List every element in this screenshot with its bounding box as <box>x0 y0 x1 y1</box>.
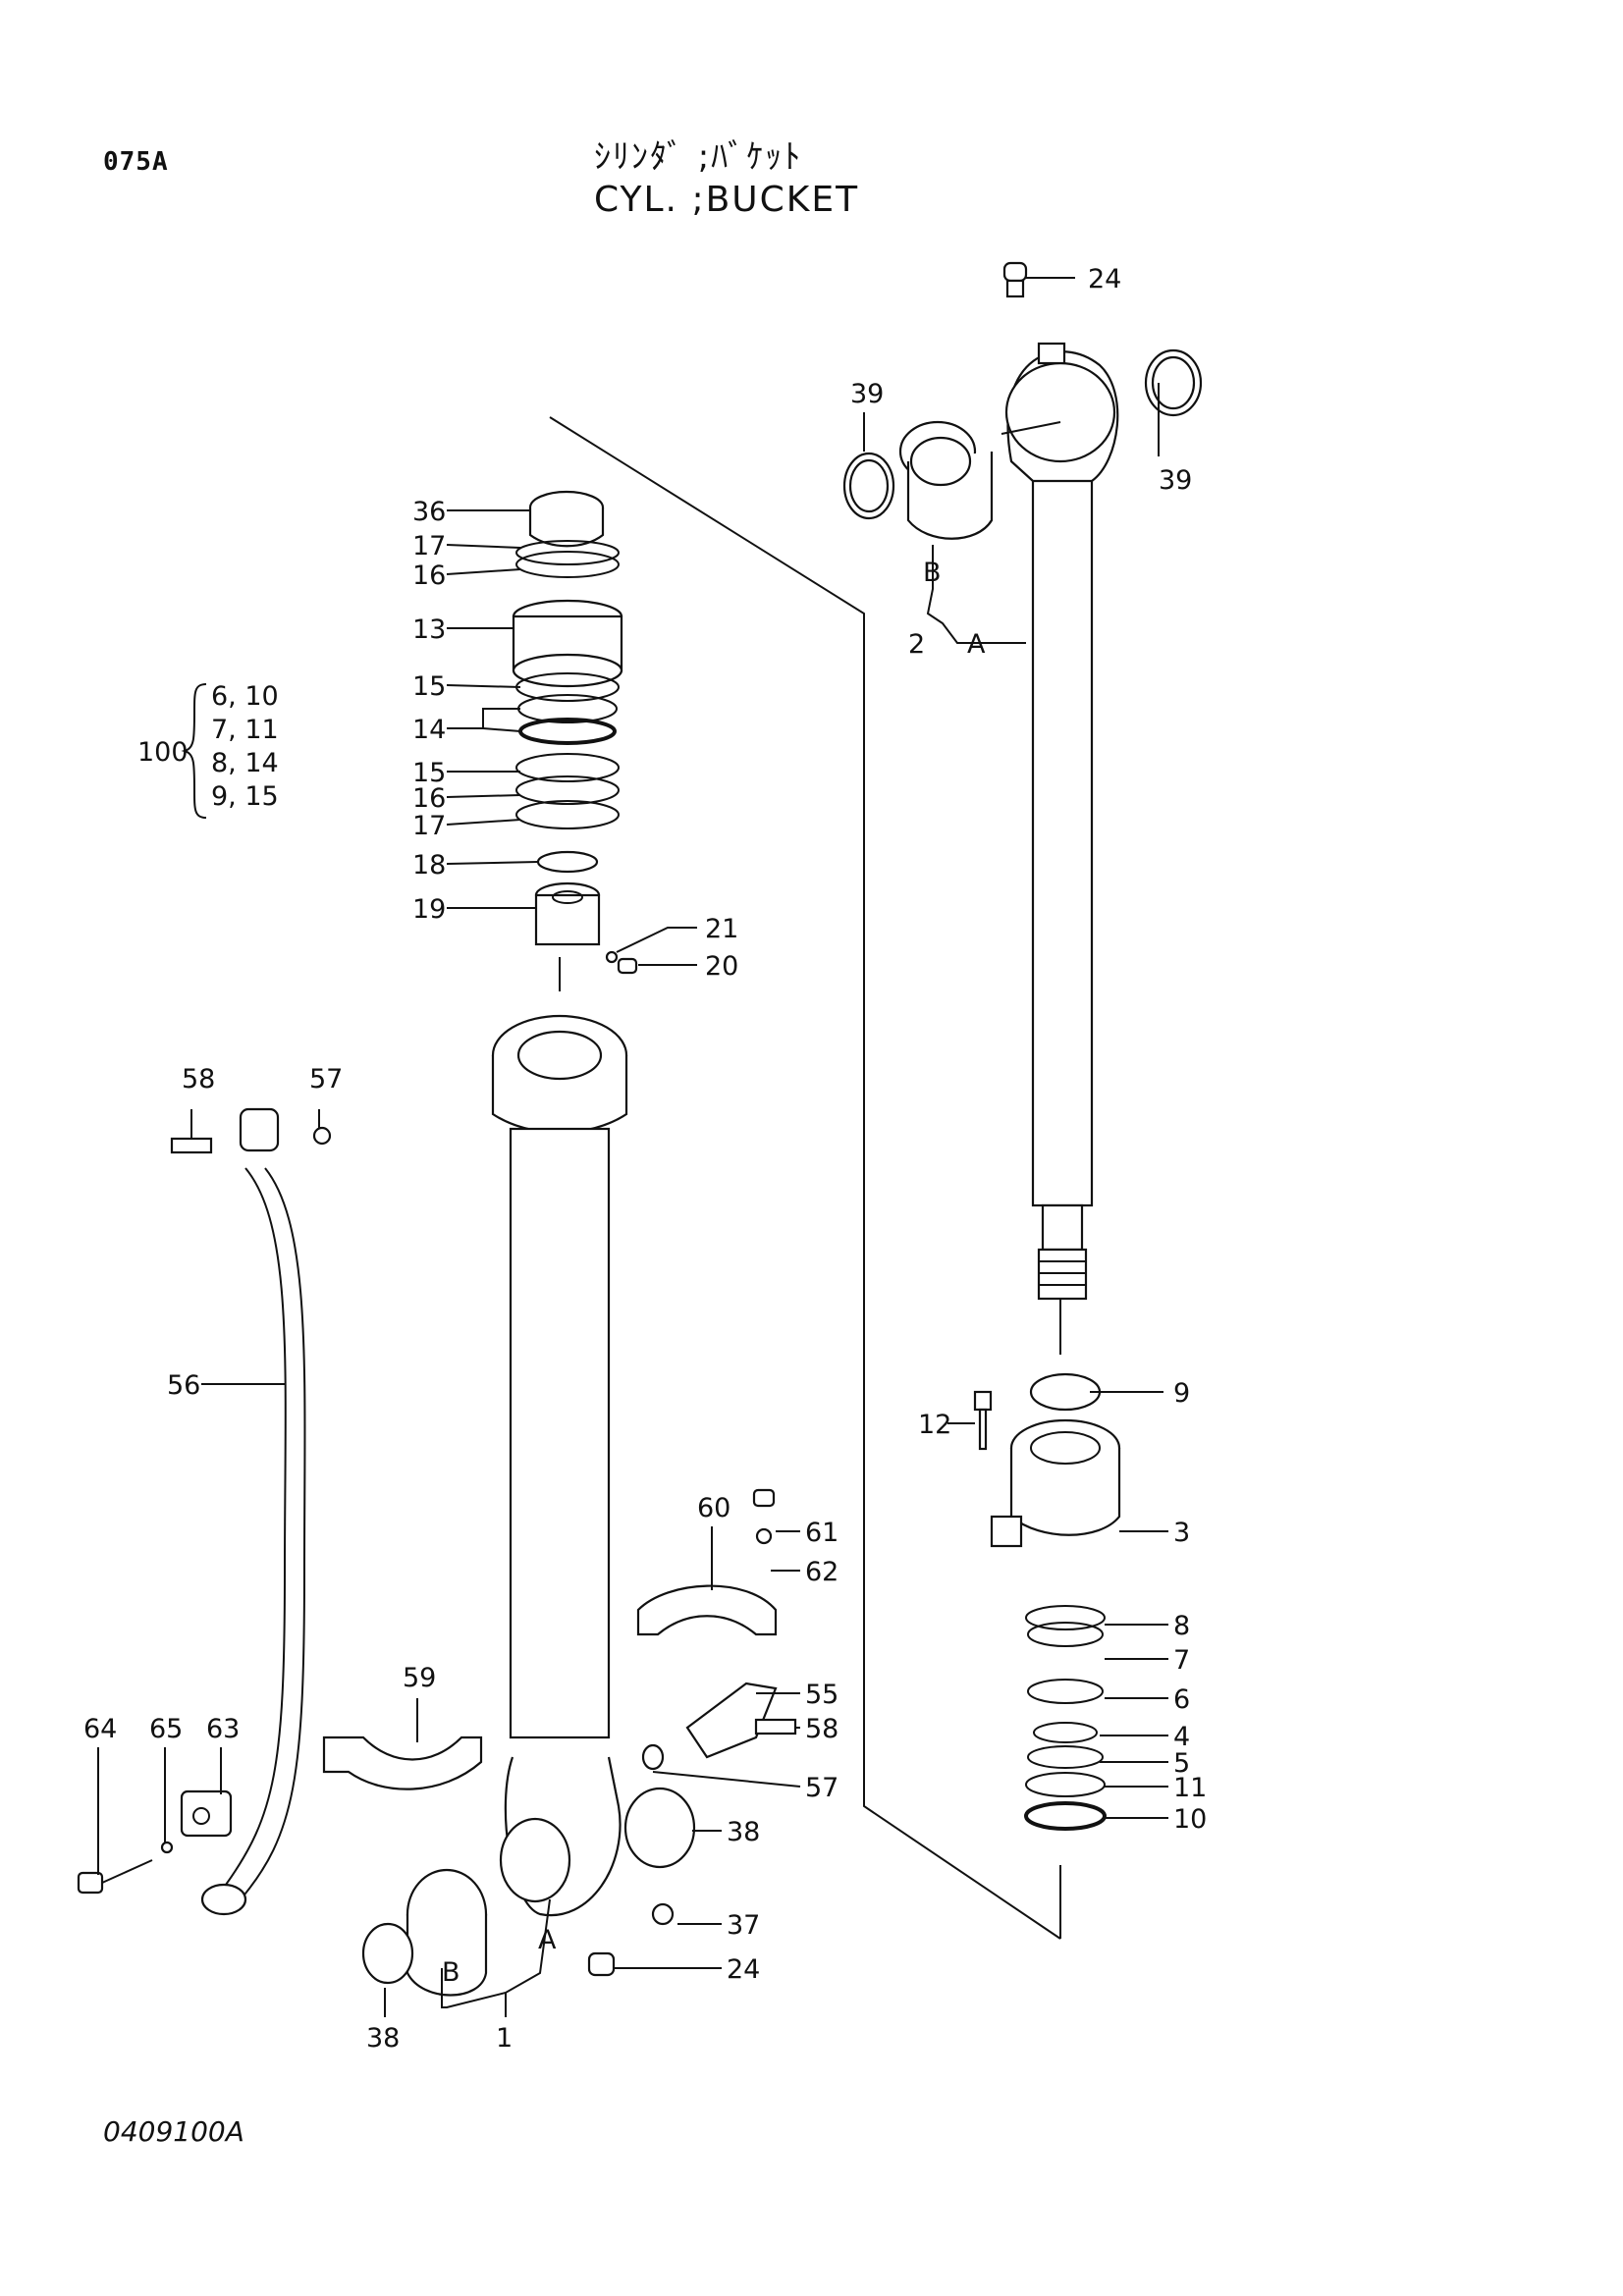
callout-64: 64 <box>83 1714 117 1744</box>
callout-39-left: 39 <box>850 379 884 409</box>
callout-61: 61 <box>805 1518 839 1548</box>
callout-19: 19 <box>412 894 446 925</box>
kit-row: 7, 11 <box>211 715 279 745</box>
callout-16b: 16 <box>412 783 446 814</box>
callout-14: 14 <box>412 715 446 745</box>
callout-20: 20 <box>705 951 738 982</box>
callout-57-bottom: 57 <box>805 1773 839 1803</box>
grease-fitting-top <box>1002 261 1028 298</box>
callout-38-left: 38 <box>366 2023 400 2054</box>
callout-37: 37 <box>727 1910 760 1941</box>
callout-a-rod: A <box>967 629 986 660</box>
callout-58-top: 58 <box>182 1064 215 1095</box>
callout-13: 13 <box>412 614 446 645</box>
callout-7: 7 <box>1173 1645 1190 1676</box>
kit-row: 6, 10 <box>211 681 279 712</box>
kit-row: 9, 15 <box>211 781 279 812</box>
leader-lines <box>97 277 1168 2017</box>
callout-8: 8 <box>1173 1611 1190 1641</box>
callout-16a: 16 <box>412 561 446 591</box>
callout-2: 2 <box>908 629 925 660</box>
drawing-code: 0409100A <box>103 2115 244 2148</box>
callout-15b: 15 <box>412 758 446 788</box>
callout-38-right: 38 <box>727 1817 760 1847</box>
flange-elbow-top <box>170 1107 332 1154</box>
callout-36: 36 <box>412 497 446 527</box>
kit-brace <box>181 683 207 819</box>
title-english: CYL. ;BUCKET <box>594 180 860 220</box>
callout-24-top: 24 <box>1088 264 1121 294</box>
callout-10: 10 <box>1173 1804 1207 1835</box>
callout-15a: 15 <box>412 671 446 702</box>
clamp-60 <box>636 1488 778 1636</box>
callout-1: 1 <box>496 2023 513 2054</box>
callout-62: 62 <box>805 1557 839 1587</box>
block-63 <box>77 1789 233 1895</box>
callout-5: 5 <box>1173 1748 1190 1779</box>
callout-39-right: 39 <box>1159 465 1192 496</box>
callout-18: 18 <box>412 850 446 881</box>
callout-55: 55 <box>805 1680 839 1710</box>
callout-11: 11 <box>1173 1773 1207 1803</box>
callout-labels: 24 39 39 B 2 A 36 17 16 13 15 14 15 16 1… <box>83 264 1207 2054</box>
clamp-59 <box>322 1735 483 1790</box>
callout-58-bottom: 58 <box>805 1714 839 1744</box>
bolt-12 <box>973 1390 993 1451</box>
seal-39-right <box>1144 348 1203 417</box>
group-outline <box>549 416 1061 1940</box>
rod-head <box>990 1418 1121 1548</box>
callout-60: 60 <box>697 1493 730 1523</box>
bushing-rod <box>898 420 994 540</box>
kit-row: 8, 14 <box>211 748 279 778</box>
callout-63: 63 <box>206 1714 240 1744</box>
callout-24-bottom: 24 <box>727 1954 760 1985</box>
bushing-tube <box>361 1787 696 1997</box>
callout-65: 65 <box>149 1714 183 1744</box>
callout-a-tube: A <box>538 1925 557 1955</box>
callout-b-tube: B <box>442 1957 460 1988</box>
title-japanese: ｼﾘﾝﾀﾞ ;ﾊﾞｹｯﾄ <box>594 137 803 177</box>
callout-59: 59 <box>403 1663 436 1693</box>
piston-stack <box>512 490 638 975</box>
pipe-56 <box>200 1167 306 1916</box>
callout-17a: 17 <box>412 531 446 561</box>
flange-elbow-55 <box>641 1682 797 1771</box>
kit-list: 100 6, 10 7, 11 8, 14 9, 15 <box>137 681 279 812</box>
seal-39-left <box>842 452 895 520</box>
callout-12: 12 <box>918 1410 951 1440</box>
callout-56: 56 <box>167 1370 200 1401</box>
callout-17b: 17 <box>412 811 446 841</box>
callout-9: 9 <box>1173 1378 1190 1409</box>
piston-rod <box>1001 342 1119 1301</box>
page-code: 075A <box>103 147 169 177</box>
callout-57-top: 57 <box>309 1064 343 1095</box>
head-seal-stack <box>1024 1372 1107 1831</box>
callout-3: 3 <box>1173 1518 1190 1548</box>
cylinder-tube <box>491 1014 628 1917</box>
callout-4: 4 <box>1173 1722 1190 1752</box>
callout-b-rod: B <box>923 558 942 588</box>
kit-number: 100 <box>137 737 189 768</box>
callout-21: 21 <box>705 914 738 944</box>
callout-6: 6 <box>1173 1684 1190 1715</box>
